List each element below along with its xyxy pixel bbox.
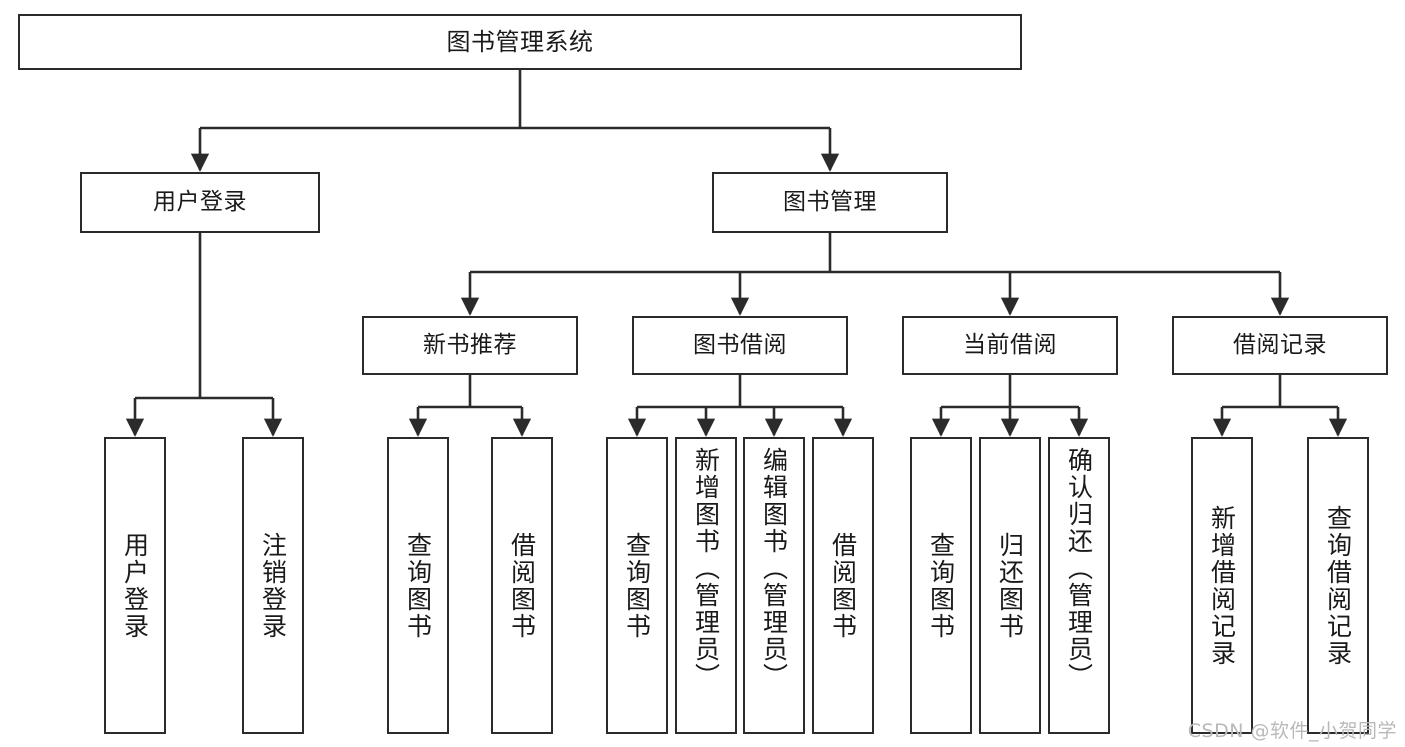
node-label: 确认归还（管理员） [1064,447,1094,690]
node-leaf-query-book-current[interactable]: 查询图书 [910,437,972,734]
node-label: 查询图书 [926,531,956,640]
node-label: 借阅图书 [828,531,858,640]
node-label: 用户登录 [153,188,247,215]
node-label: 用户登录 [120,531,150,640]
node-label: 图书管理系统 [446,27,594,56]
node-leaf-logout[interactable]: 注销登录 [242,437,304,734]
node-leaf-query-book-borrow[interactable]: 查询图书 [606,437,668,734]
node-leaf-return-book[interactable]: 归还图书 [979,437,1041,734]
node-borrowing-record[interactable]: 借阅记录 [1172,316,1388,375]
node-label: 借阅记录 [1233,331,1327,358]
node-label: 编辑图书（管理员） [759,447,789,690]
node-label: 注销登录 [258,531,288,640]
node-label: 查询借阅记录 [1323,504,1353,667]
node-leaf-query-book-newbook[interactable]: 查询图书 [387,437,449,734]
node-label: 借阅图书 [507,531,537,640]
node-current-borrowing[interactable]: 当前借阅 [902,316,1118,375]
node-leaf-query-borrow-record[interactable]: 查询借阅记录 [1307,437,1369,734]
node-leaf-user-login[interactable]: 用户登录 [104,437,166,734]
node-label: 查询图书 [403,531,433,640]
node-new-book-recommendation[interactable]: 新书推荐 [362,316,578,375]
node-book-borrowing[interactable]: 图书借阅 [632,316,848,375]
node-leaf-borrow-book-newbook[interactable]: 借阅图书 [491,437,553,734]
node-label: 图书管理 [783,188,877,215]
node-label: 归还图书 [995,531,1025,640]
node-label: 图书借阅 [693,331,787,358]
node-root-book-management-system[interactable]: 图书管理系统 [18,14,1022,70]
node-leaf-add-book-admin[interactable]: 新增图书（管理员） [675,437,737,734]
node-user-login[interactable]: 用户登录 [80,172,320,233]
node-label: 新增借阅记录 [1207,504,1237,667]
node-label: 查询图书 [622,531,652,640]
csdn-watermark: CSDN @软件_小贺同学 [1187,720,1397,742]
node-label: 新增图书（管理员） [691,447,721,690]
node-leaf-edit-book-admin[interactable]: 编辑图书（管理员） [743,437,805,734]
node-leaf-confirm-return-admin[interactable]: 确认归还（管理员） [1048,437,1110,734]
node-leaf-add-borrow-record[interactable]: 新增借阅记录 [1191,437,1253,734]
node-label: 新书推荐 [423,331,517,358]
node-leaf-borrow-book[interactable]: 借阅图书 [812,437,874,734]
node-book-management[interactable]: 图书管理 [712,172,948,233]
node-label: 当前借阅 [963,331,1057,358]
